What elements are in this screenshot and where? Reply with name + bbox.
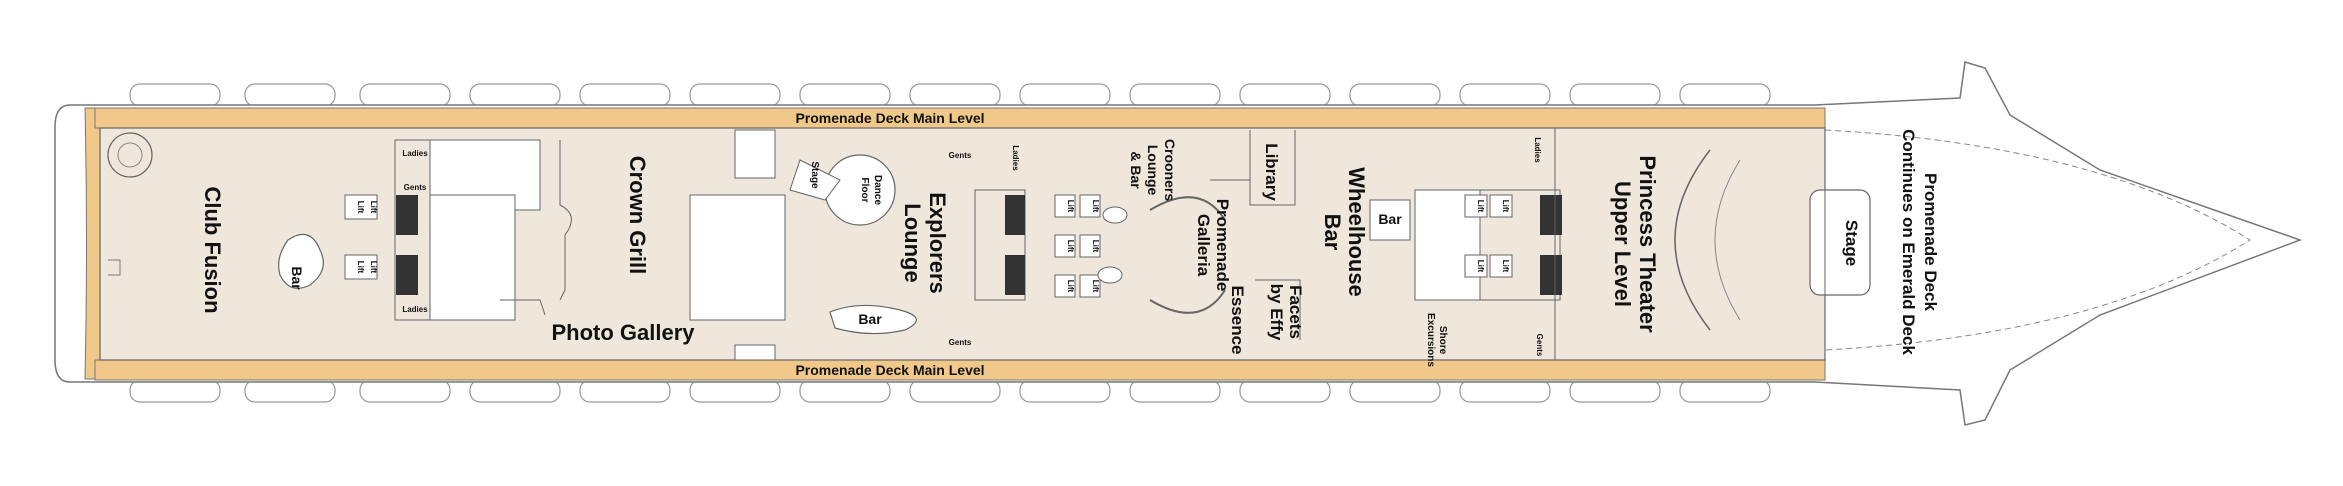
explorers-label-2: Lounge — [900, 203, 925, 282]
club-fusion-label: Club Fusion — [200, 186, 225, 313]
princess-label-2: Upper Level — [1610, 181, 1635, 307]
ladies-label-d: Ladies — [1533, 137, 1542, 163]
gents-label-a: Gents — [404, 183, 427, 192]
club-bar-label: Bar — [289, 266, 305, 290]
lift-label: Lift — [356, 201, 365, 214]
lift-label: Lift — [1091, 280, 1100, 293]
lifeboats-top — [129, 83, 1771, 107]
wheelhouse-label-2: Bar — [1320, 214, 1345, 251]
service-block-5 — [734, 344, 776, 361]
service-block-3 — [689, 194, 786, 321]
wheelhouse-bar-counter — [1369, 199, 1411, 241]
club-fusion-circle — [107, 132, 153, 178]
crooners-bar — [1149, 196, 1226, 314]
shore-label-2: Excursions — [1425, 313, 1436, 367]
facets-label-2: by Effy — [1267, 284, 1286, 341]
lift-label: Lift — [1066, 280, 1075, 293]
gents-label-c: Gents — [1535, 334, 1544, 357]
shore-label-1: Shore — [1437, 326, 1448, 355]
service-block-2 — [429, 194, 516, 321]
lift-label: Lift — [1501, 200, 1510, 213]
dance-floor-label-1: Dance — [872, 175, 883, 205]
promenade-label-top: Promenade Deck Main Level — [795, 110, 984, 126]
essence-label: Essence — [1228, 286, 1247, 355]
crown-grill-walls — [500, 140, 572, 316]
lift-label: Lift — [369, 261, 378, 274]
lifeboats-bottom — [129, 379, 1771, 403]
club-bar-island — [278, 233, 324, 289]
galleria-label-1: Promenade — [1213, 199, 1232, 292]
gents-label-d: Gents — [949, 338, 972, 347]
lift-label: Lift — [1066, 200, 1075, 213]
lift-label: Lift — [1066, 240, 1075, 253]
continue-label-1: Promenade Deck — [1921, 173, 1940, 311]
stern — [84, 107, 101, 380]
lift-label: Lift — [1091, 240, 1100, 253]
lift-label: Lift — [1091, 200, 1100, 213]
lift-label: Lift — [356, 261, 365, 274]
wheelhouse-bar-label: Bar — [1378, 211, 1402, 227]
wheelhouse-label-1: Wheelhouse — [1344, 167, 1369, 297]
explorers-bar-island — [829, 304, 917, 335]
lift-label: Lift — [369, 201, 378, 214]
princess-label-1: Princess Theater — [1635, 155, 1660, 333]
lift-label: Lift — [1476, 200, 1485, 213]
crooners-label-1: Crooners — [1162, 139, 1178, 201]
ladies-label-a: Ladies — [402, 149, 428, 158]
ladies-label-b: Ladies — [402, 305, 428, 314]
bow-dashed-outline — [1824, 129, 2251, 351]
dance-floor-label-2: Floor — [859, 178, 870, 203]
library-label: Library — [1262, 143, 1281, 201]
galleria-label-2: Galleria — [1194, 214, 1213, 277]
stairwell-aft — [344, 139, 431, 321]
crooners-label-3: & Bar — [1128, 151, 1144, 189]
small-stage-label: Stage — [809, 161, 820, 189]
lift-label: Lift — [1476, 260, 1485, 273]
photo-gallery-label: Photo Gallery — [551, 320, 695, 345]
stairwell-fwd — [1464, 189, 1562, 301]
service-block-4 — [734, 129, 776, 179]
theater-seating-arc — [1674, 149, 1711, 331]
explorers-label-1: Explorers — [925, 192, 950, 294]
lift-label: Lift — [1501, 260, 1510, 273]
stairwell-mid — [974, 189, 1101, 301]
library-walls — [1210, 130, 1301, 340]
promenade-label-bottom: Promenade Deck Main Level — [795, 362, 984, 378]
theater-stage-label: Stage — [1842, 220, 1861, 266]
crown-grill-label: Crown Grill — [625, 156, 650, 275]
lift-labels: Lift Lift Lift Lift Lift Lift Lift Lift … — [356, 200, 1510, 293]
facets-label-1: Facets — [1286, 285, 1305, 339]
gents-label-b: Gents — [949, 151, 972, 160]
ladies-label-c: Ladies — [1011, 145, 1020, 171]
explorers-bar-label: Bar — [858, 311, 882, 327]
continue-label-2: Continues on Emerald Deck — [1899, 129, 1918, 355]
crooners-label-2: Lounge — [1145, 145, 1161, 196]
interior-floor — [99, 127, 1826, 361]
